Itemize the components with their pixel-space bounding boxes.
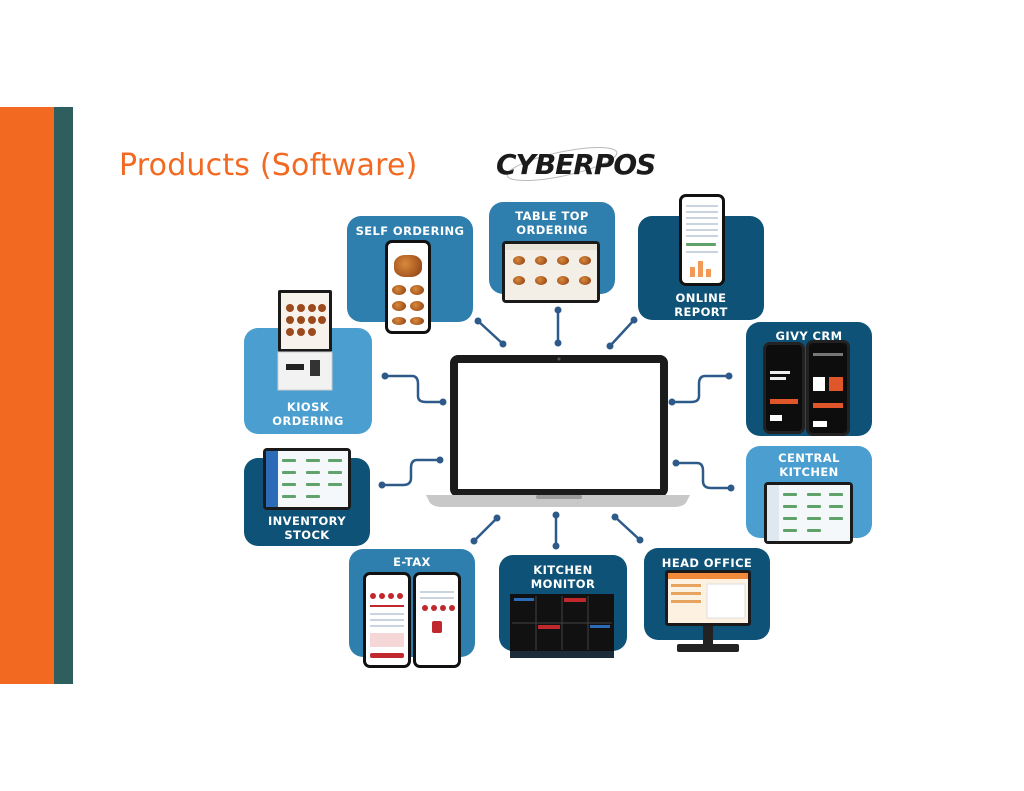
phone-report-icon bbox=[679, 194, 725, 286]
logo-text: CYBERPOS bbox=[496, 148, 656, 181]
card-self-ordering[interactable]: SELF ORDERING bbox=[347, 216, 473, 334]
teal-side-bar bbox=[54, 107, 73, 684]
central-kitchen-label: CENTRAL KITCHEN bbox=[778, 451, 840, 479]
givy-crm-label: GIVY CRM bbox=[775, 329, 843, 343]
phones-receipt-icon-2 bbox=[413, 572, 461, 668]
monitor-pos-icon bbox=[665, 570, 751, 652]
online-report-label: ONLINE REPORT bbox=[674, 291, 728, 319]
kitchen-monitor-label: KITCHEN MONITOR bbox=[530, 563, 596, 591]
tablet-inventory-icon bbox=[263, 448, 351, 510]
head-office-label: HEAD OFFICE bbox=[661, 556, 753, 570]
connector-dots bbox=[378, 306, 735, 550]
inventory-stock-label: INVENTORY STOCK bbox=[267, 514, 347, 542]
orange-side-bar bbox=[0, 107, 54, 684]
phone-menu-icon bbox=[385, 240, 431, 334]
phones-crm-icon bbox=[763, 342, 805, 434]
kiosk-icon bbox=[277, 290, 333, 391]
tablet-list-icon bbox=[764, 482, 853, 544]
table-top-ordering-label: TABLE TOP ORDERING bbox=[515, 209, 589, 237]
logo-swoosh-icon bbox=[506, 146, 618, 182]
phones-crm-icon-2 bbox=[806, 340, 850, 436]
laptop-icon bbox=[426, 355, 690, 507]
phones-receipt-icon bbox=[363, 572, 411, 668]
tablet-menu-icon bbox=[502, 241, 600, 303]
kitchen-display-icon bbox=[510, 594, 614, 658]
kiosk-ordering-label: KIOSK ORDERING bbox=[272, 400, 344, 428]
e-tax-label: E-TAX bbox=[393, 555, 431, 569]
cyberpos-logo: CYBERPOS bbox=[490, 142, 656, 186]
slide-title: Products (Software) bbox=[119, 148, 418, 183]
self-ordering-label: SELF ORDERING bbox=[355, 224, 465, 238]
